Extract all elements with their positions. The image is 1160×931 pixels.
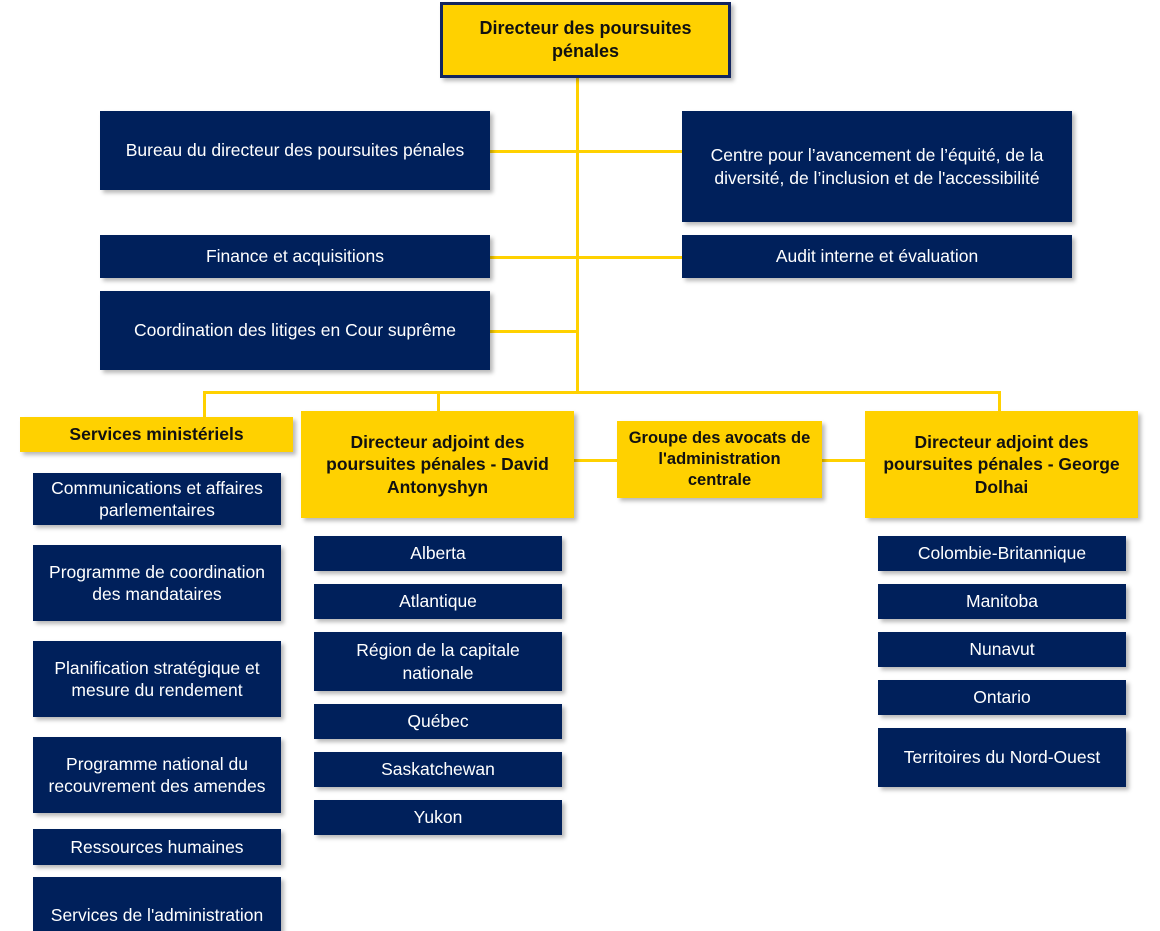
node-region-quebec[interactable]: Québec [314,704,562,739]
node-planification-strategique[interactable]: Planification stratégique et mesure du r… [33,641,281,717]
node-region-alberta-label: Alberta [410,543,466,564]
node-programme-coordination-mandataires[interactable]: Programme de coordination des mandataire… [33,545,281,621]
node-region-alberta[interactable]: Alberta [314,536,562,571]
node-finance-acquisitions[interactable]: Finance et acquisitions [100,235,490,278]
connector-groupe-to-dolhai [821,459,866,462]
node-services-administration-label: Services de l'administration [50,904,264,925]
node-region-atlantique[interactable]: Atlantique [314,584,562,619]
node-programme-coordination-mandataires-label: Programme de coordination des mandataire… [49,561,265,604]
node-dapp-antonyshyn-label: Directeur adjoint des poursuites pénales… [326,431,549,497]
node-communications-affaires[interactable]: Communications et affaires parlementaire… [33,473,281,525]
connector-to-coordination [489,330,577,333]
node-region-atlantique-label: Atlantique [399,591,477,612]
node-ressources-humaines-label: Ressources humaines [70,836,244,857]
node-bureau-directeur-label: Bureau du directeur des poursuites pénal… [125,140,465,161]
node-dapp-antonyshyn[interactable]: Directeur adjoint des poursuites pénales… [301,411,574,518]
node-planification-strategique-label: Planification stratégique et mesure du r… [54,657,260,700]
node-groupe-avocats-administration-centrale-label: Groupe des avocats de l'administration c… [628,428,811,490]
node-region-ontario[interactable]: Ontario [878,680,1126,715]
node-audit-interne[interactable]: Audit interne et évaluation [682,235,1072,278]
connector-drop-services [203,391,206,417]
node-region-saskatchewan-label: Saskatchewan [381,759,495,780]
node-finance-acquisitions-label: Finance et acquisitions [205,246,385,267]
node-coordination-litiges-label: Coordination des litiges en Cour suprême [134,320,456,341]
node-region-quebec-label: Québec [407,711,469,732]
node-region-nunavut-label: Nunavut [969,639,1035,660]
node-region-manitoba[interactable]: Manitoba [878,584,1126,619]
node-programme-recouvrement-amendes[interactable]: Programme national du recouvrement des a… [33,737,281,813]
node-region-capitale-nationale[interactable]: Région de la capitale nationale [314,632,562,691]
node-communications-affaires-label: Communications et affaires parlementaire… [51,477,263,520]
node-ressources-humaines[interactable]: Ressources humaines [33,829,281,865]
connector-to-audit [576,256,683,259]
connector-to-centre [576,150,683,153]
node-services-ministeriels[interactable]: Services ministériels [20,417,293,452]
node-root-director[interactable]: Directeur des poursuites pénales [440,2,731,78]
node-region-territoires-nord-ouest-label: Territoires du Nord-Ouest [903,747,1101,768]
node-region-territoires-nord-ouest[interactable]: Territoires du Nord-Ouest [878,728,1126,787]
node-dapp-dolhai-label: Directeur adjoint des poursuites pénales… [883,431,1120,497]
node-centre-equite-label: Centre pour l’avancement de l’équité, de… [710,145,1044,188]
node-centre-equite[interactable]: Centre pour l’avancement de l’équité, de… [682,111,1072,222]
node-coordination-litiges[interactable]: Coordination des litiges en Cour suprême [100,291,490,370]
node-region-colombie-britannique-label: Colombie-Britannique [917,543,1087,564]
node-services-ministeriels-label: Services ministériels [69,424,244,445]
node-root-director-label: Directeur des poursuites pénales [479,17,692,61]
node-programme-recouvrement-amendes-label: Programme national du recouvrement des a… [48,753,266,796]
node-groupe-avocats-administration-centrale[interactable]: Groupe des avocats de l'administration c… [617,421,822,498]
node-region-capitale-nationale-label: Région de la capitale nationale [356,640,520,683]
node-audit-interne-label: Audit interne et évaluation [775,246,979,267]
connector-distribution-bar [203,391,1001,394]
node-region-ontario-label: Ontario [973,687,1031,708]
connector-antonyshyn-to-groupe [574,459,618,462]
connector-trunk-main [576,78,579,392]
connector-drop-dolhai [998,391,1001,417]
node-region-saskatchewan[interactable]: Saskatchewan [314,752,562,787]
node-services-administration[interactable]: Services de l'administration [33,877,281,931]
node-region-yukon-label: Yukon [413,807,463,828]
node-region-colombie-britannique[interactable]: Colombie-Britannique [878,536,1126,571]
node-region-yukon[interactable]: Yukon [314,800,562,835]
node-region-manitoba-label: Manitoba [966,591,1038,612]
connector-to-bureau [489,150,577,153]
connector-to-finance [489,256,577,259]
connector-drop-antonyshyn [437,391,440,417]
node-bureau-directeur[interactable]: Bureau du directeur des poursuites pénal… [100,111,490,190]
node-dapp-dolhai[interactable]: Directeur adjoint des poursuites pénales… [865,411,1138,518]
node-region-nunavut[interactable]: Nunavut [878,632,1126,667]
